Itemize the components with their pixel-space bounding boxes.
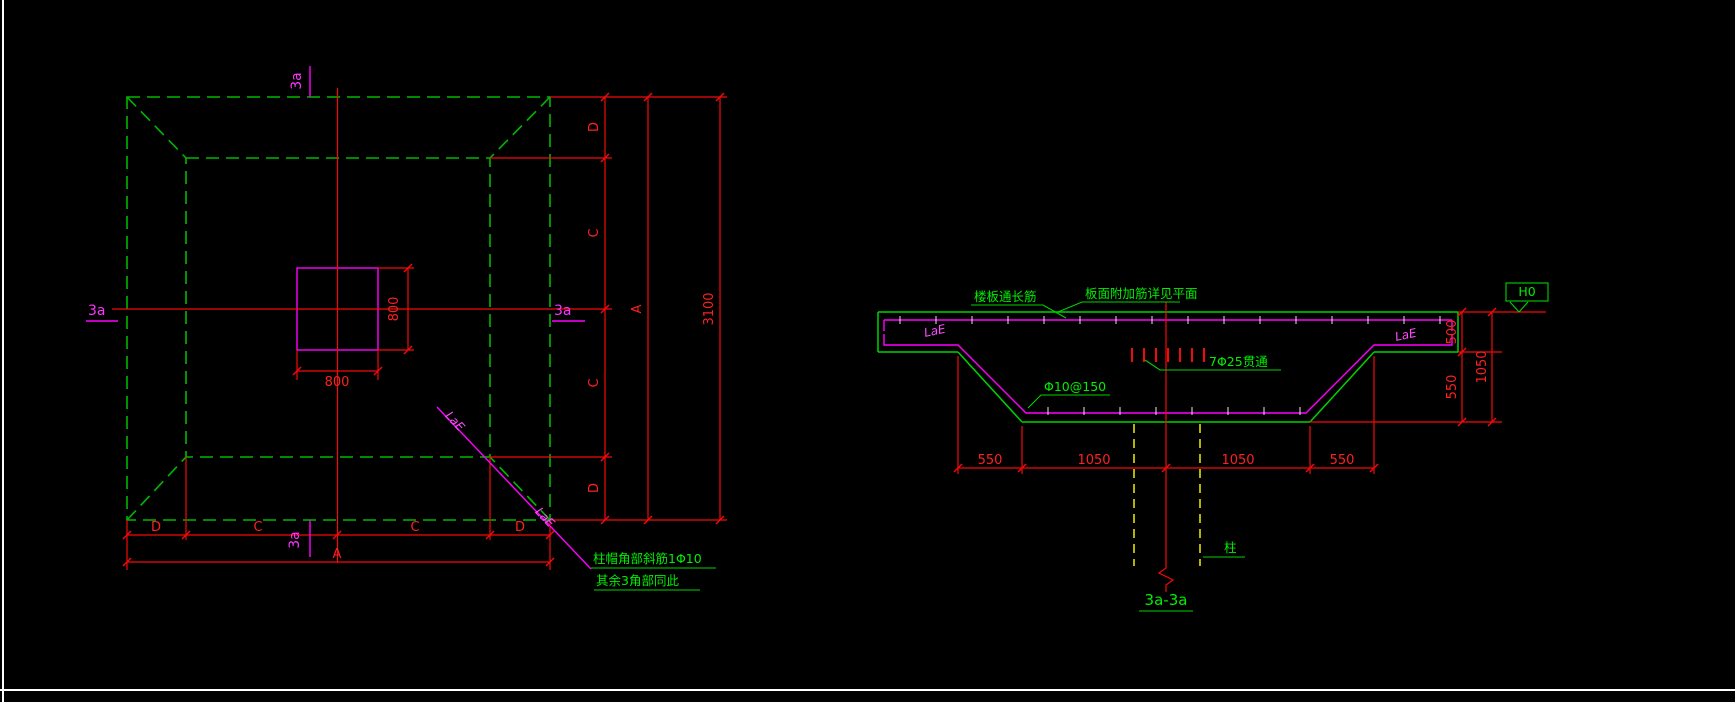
dim-right-overall: 1050: [1475, 350, 1490, 383]
level-mark-box: [1505, 282, 1549, 302]
section-concrete-outline: [877, 311, 1459, 423]
plan-corner-diagonal: [126, 456, 187, 521]
section-column-lines: [1133, 302, 1201, 592]
stirrup-ticks: [1047, 407, 1301, 415]
section-rebar: [883, 316, 1453, 415]
section-bottom-dimensions: [953, 356, 1379, 474]
dim-bottom-seg: C: [253, 520, 262, 535]
plan-corner-diagonal: [489, 96, 551, 159]
anchor-length-label-right: LaE: [1394, 326, 1418, 344]
dim-right-seg: C: [587, 378, 602, 387]
dim-bottom: 550: [1330, 453, 1355, 468]
distribution-bar-ticks: [899, 316, 1441, 324]
section-leaders: [971, 301, 1281, 612]
section-marker-bottom: 3a: [287, 531, 303, 549]
anchor-length-label-left: LaE: [923, 322, 947, 340]
bottom-rebar: [883, 334, 1453, 414]
plan-bottom-dimensions: [122, 457, 555, 570]
section-marker-left: 3a: [88, 303, 106, 319]
plan-corner-diagonal: [489, 456, 551, 521]
dim-bottom: 1050: [1077, 453, 1110, 468]
dim-column-horizontal: 800: [325, 375, 350, 390]
plan-section-markers: [86, 66, 585, 557]
section-view: 楼板通长筋 板面附加筋详见平面 7Φ25贯通 Φ10@150 LaE LaE H…: [877, 282, 1549, 612]
corner-note-line1: 柱帽角部斜筋1Φ10: [593, 551, 702, 566]
dim-right-seg: D: [587, 483, 602, 493]
dim-right-overall: 3100: [702, 292, 717, 325]
label-column: 柱: [1224, 540, 1237, 555]
section-right-dimensions: [1310, 282, 1549, 427]
label-top-added-bars: 板面附加筋详见平面: [1085, 286, 1198, 301]
corner-note-line2: 其余3角部同此: [596, 573, 679, 588]
dim-right-total: A: [630, 304, 645, 313]
plan-note-underlines: [591, 567, 716, 591]
dim-bottom-seg: D: [515, 520, 525, 535]
section-centerline: [1157, 302, 1175, 592]
dim-bottom-seg: C: [410, 520, 419, 535]
dim-bottom: 1050: [1221, 453, 1254, 468]
label-slab-bars: 楼板通长筋: [974, 289, 1037, 304]
dim-right-lower: 550: [1445, 375, 1460, 400]
section-marker-right: 3a: [554, 303, 572, 319]
label-stirrups: Φ10@150: [1044, 379, 1106, 394]
section-marker-top: 3a: [289, 72, 305, 90]
plan-column-dimensions: [292, 263, 414, 380]
label-through-bars: 7Φ25贯通: [1209, 354, 1268, 369]
dim-right-seg: D: [587, 122, 602, 132]
dim-bottom-seg: D: [151, 520, 161, 535]
level-mark-symbol: [1509, 301, 1529, 313]
dim-bottom: 550: [978, 453, 1003, 468]
plan-centerlines: [112, 88, 612, 563]
through-bars-group: [1131, 348, 1205, 362]
dim-bottom-total: A: [333, 547, 342, 562]
plan-view: 3a 3a 3a 3a 800 800 D C C D A D C C D A …: [86, 66, 727, 591]
plan-corner-leader: [436, 406, 592, 570]
anchor-length-label: LaE: [442, 409, 467, 435]
dim-right-upper: 500: [1445, 320, 1460, 345]
plan-corner-diagonal: [126, 96, 187, 159]
anchor-length-label: LaE: [532, 505, 557, 531]
label-level: H0: [1518, 284, 1535, 299]
dim-right-seg: C: [587, 228, 602, 237]
plan-right-dimensions: [490, 92, 727, 525]
dim-column-vertical: 800: [387, 297, 402, 322]
section-title: 3a-3a: [1145, 591, 1188, 609]
